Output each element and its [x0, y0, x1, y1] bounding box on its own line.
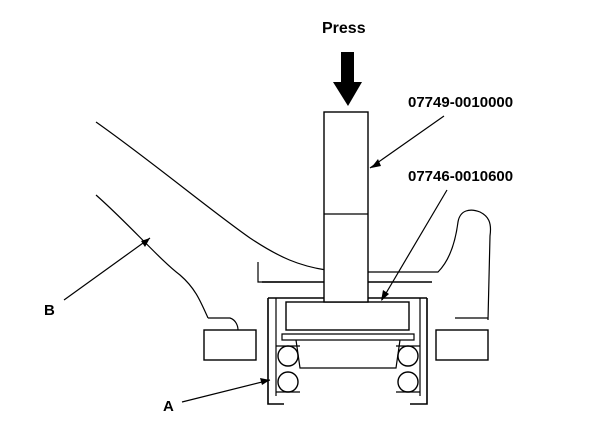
driver-handle: [323, 111, 369, 303]
press-arrow-icon: [333, 52, 362, 106]
right-mount-block: [435, 329, 489, 361]
part-a-label: A: [163, 398, 174, 415]
knuckle-outline: [95, 121, 492, 331]
tool-top-label: 07749-0010000: [408, 94, 513, 111]
press-label: Press: [322, 20, 366, 37]
left-mount-block: [203, 329, 257, 361]
tool-bottom-label: 07746-0010600: [408, 168, 513, 185]
bearing-balls: [276, 345, 420, 393]
leader-lines: [63, 115, 448, 403]
driver-attachment: [281, 301, 415, 369]
part-b-label: B: [44, 302, 55, 319]
